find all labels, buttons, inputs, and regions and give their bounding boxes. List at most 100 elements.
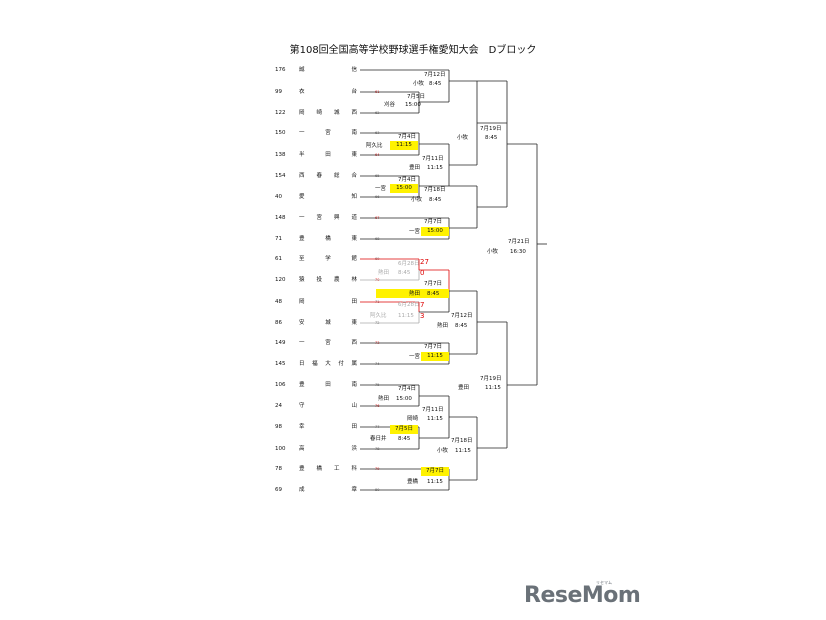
game-8-date: 7月7日 (424, 219, 442, 225)
game-7-date: 7月18日 (424, 187, 446, 193)
team-number: 138 (275, 152, 286, 158)
game-6-date: 7月4日 (398, 177, 416, 183)
game-8-time: 15:00 (427, 228, 443, 234)
game-19-time: 11:15 (427, 479, 443, 485)
game-12-score-top: 7 (420, 301, 425, 309)
game-10-venue: 熱田 (378, 270, 390, 276)
team-name: 衣台 (299, 89, 357, 95)
team-number: 69 (275, 487, 282, 493)
game-17-date: 7月5日 (395, 426, 413, 432)
team-name: 豊田南 (299, 382, 357, 388)
game-1-time: 15:00 (405, 102, 421, 108)
team-number: 145 (275, 361, 286, 367)
resemom-logo: ReseMom (524, 583, 641, 608)
team-number: 150 (275, 130, 286, 136)
game-15-venue: 熱田 (378, 396, 390, 402)
game-20-venue: 豊田 (458, 385, 470, 391)
team-number: 154 (275, 173, 286, 179)
game-14-time-highlight: 11:15 (421, 352, 449, 361)
game-10-score-bottom: 0 (420, 269, 425, 277)
game-11-highlight (376, 289, 449, 298)
game-9-date: 7月19日 (480, 126, 502, 132)
game-11-venue: 熱田 (409, 291, 421, 297)
game-18-venue: 小牧 (437, 448, 449, 454)
game-4-time: 11:15 (396, 142, 412, 148)
team-number: 61 (275, 256, 282, 262)
team-number: 48 (275, 299, 282, 305)
game-13-time: 8:45 (455, 323, 468, 329)
game-12-score-bottom: 3 (420, 312, 425, 320)
game-16-venue: 岡崎 (407, 416, 419, 422)
game-21-venue: 小牧 (487, 249, 499, 255)
game-2-venue: 小牧 (413, 81, 425, 87)
game-19-date: 7月7日 (426, 468, 444, 474)
team-number: 86 (275, 320, 282, 326)
team-name: 豊橋工科 (299, 466, 357, 472)
game-21-date: 7月21日 (508, 239, 530, 245)
game-20-date: 7月19日 (480, 376, 502, 382)
team-name: 高浜 (299, 446, 357, 452)
game-10-date: 6月28日 (398, 261, 420, 267)
team-name: 日福大付属 (299, 361, 357, 367)
team-name: 一宮興道 (299, 215, 357, 221)
team-name: 成章 (299, 487, 357, 493)
team-number: 24 (275, 403, 282, 409)
game-1-date: 7月5日 (407, 94, 425, 100)
team-number: 149 (275, 340, 286, 346)
game-10-time: 8:45 (398, 270, 411, 276)
game-17-time: 8:45 (398, 436, 411, 442)
game-19-venue: 豊橋 (407, 479, 419, 485)
game-10-score-top: 27 (420, 258, 429, 266)
game-8-venue: 一宮 (409, 229, 421, 235)
game-7-venue: 小牧 (411, 197, 423, 203)
team-name: 愛知 (299, 194, 357, 200)
team-name: 猿投農林 (299, 277, 357, 283)
game-4-venue: 阿久比 (366, 143, 383, 149)
team-name: 半田東 (299, 152, 357, 158)
game-14-date: 7月7日 (424, 344, 442, 350)
game-14-time: 11:15 (427, 353, 443, 359)
resemom-logo-ruby: リセマム (596, 580, 612, 585)
team-name: 幸田 (299, 424, 357, 430)
team-name: 西春総合 (299, 173, 357, 179)
game-2-date: 7月12日 (424, 72, 446, 78)
team-name: 守山 (299, 403, 357, 409)
game-6-time-highlight: 15:00 (390, 184, 418, 193)
game-11-date: 7月7日 (424, 281, 442, 287)
game-4-date: 7月4日 (398, 134, 416, 140)
team-number: 120 (275, 277, 286, 283)
game-5-time: 11:15 (427, 165, 443, 171)
team-name: 岡崎城西 (299, 110, 357, 116)
team-name: 岡田 (299, 299, 357, 305)
game-14-venue: 一宮 (409, 354, 421, 360)
game-16-time: 11:15 (427, 416, 443, 422)
game-6-time: 15:00 (396, 185, 412, 191)
team-name: 一宮西 (299, 340, 357, 346)
game-5-venue: 豊田 (409, 165, 421, 171)
game-17-date-highlight: 7月5日 (390, 425, 418, 434)
team-number: 98 (275, 424, 282, 430)
team-name: 一宮南 (299, 130, 357, 136)
team-number: 71 (275, 236, 282, 242)
game-13-venue: 熱田 (437, 323, 449, 329)
game-17-venue: 春日井 (370, 436, 387, 442)
game-11-time: 8:45 (427, 291, 440, 297)
game-12-date: 6月28日 (398, 302, 420, 308)
team-name: 誠信 (299, 67, 357, 73)
page-title: 第108回全国高等学校野球選手権愛知大会 Dブロック (289, 45, 537, 56)
team-name: 至学館 (299, 256, 357, 262)
game-8-time-highlight: 15:00 (421, 227, 449, 236)
team-number: 100 (275, 446, 286, 452)
team-number: 106 (275, 382, 286, 388)
game-2-time: 8:45 (429, 81, 442, 87)
game-18-time: 11:15 (455, 448, 471, 454)
game-15-date: 7月4日 (398, 386, 416, 392)
game-1-venue: 刈谷 (384, 102, 396, 108)
game-9-venue: 小牧 (457, 135, 469, 141)
team-name: 安城東 (299, 320, 357, 326)
game-6-venue: 一宮 (375, 186, 387, 192)
game-7-time: 8:45 (429, 197, 442, 203)
team-number: 78 (275, 466, 282, 472)
game-20-time: 11:15 (485, 385, 501, 391)
